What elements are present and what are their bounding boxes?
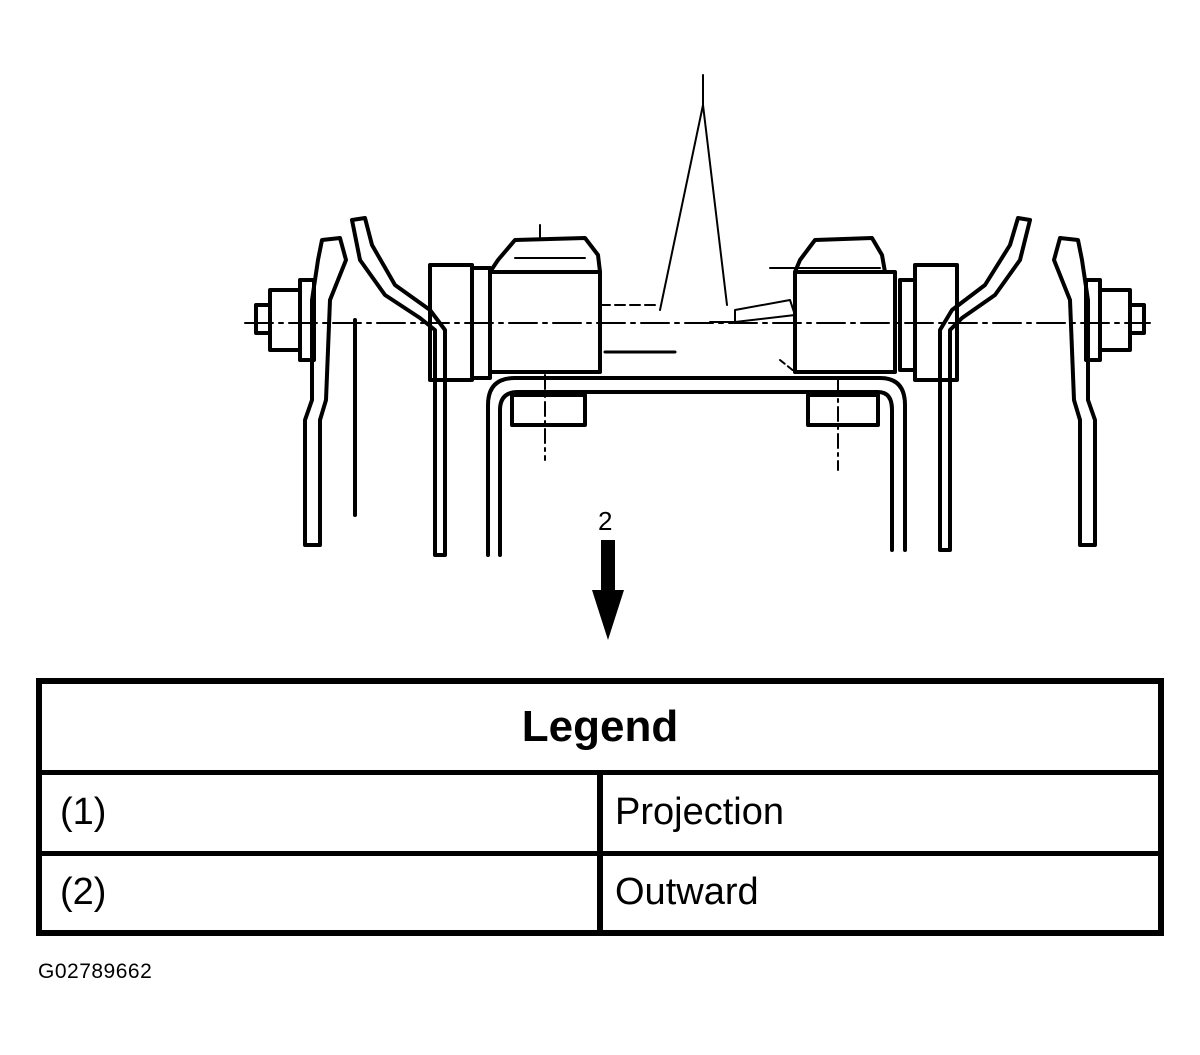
legend-number: (2) xyxy=(42,850,603,930)
left-bushing xyxy=(488,224,602,461)
right-hub-nut xyxy=(1084,278,1146,362)
callout-2: 2 xyxy=(598,506,612,536)
outward-arrow: 2 xyxy=(592,506,624,640)
projection-pointer xyxy=(659,74,728,311)
legend-title: Legend xyxy=(42,684,1158,775)
legend-row: (1) Projection xyxy=(42,770,1158,854)
stabilizer-bar xyxy=(486,376,907,557)
right-knuckle xyxy=(898,216,1097,552)
legend-description: Outward xyxy=(600,850,1158,930)
left-hub-nut xyxy=(254,278,316,362)
axle-body xyxy=(599,299,796,373)
suspension-diagram: 2 xyxy=(244,74,1151,640)
legend-description: Projection xyxy=(600,770,1158,854)
left-knuckle xyxy=(303,216,492,557)
legend-number: (1) xyxy=(42,770,603,854)
legend-table: Legend (1) Projection (2) Outward xyxy=(36,678,1164,936)
right-bushing xyxy=(769,236,897,471)
figure-id: G02789662 xyxy=(38,960,153,983)
legend-row: (2) Outward xyxy=(42,850,1158,930)
